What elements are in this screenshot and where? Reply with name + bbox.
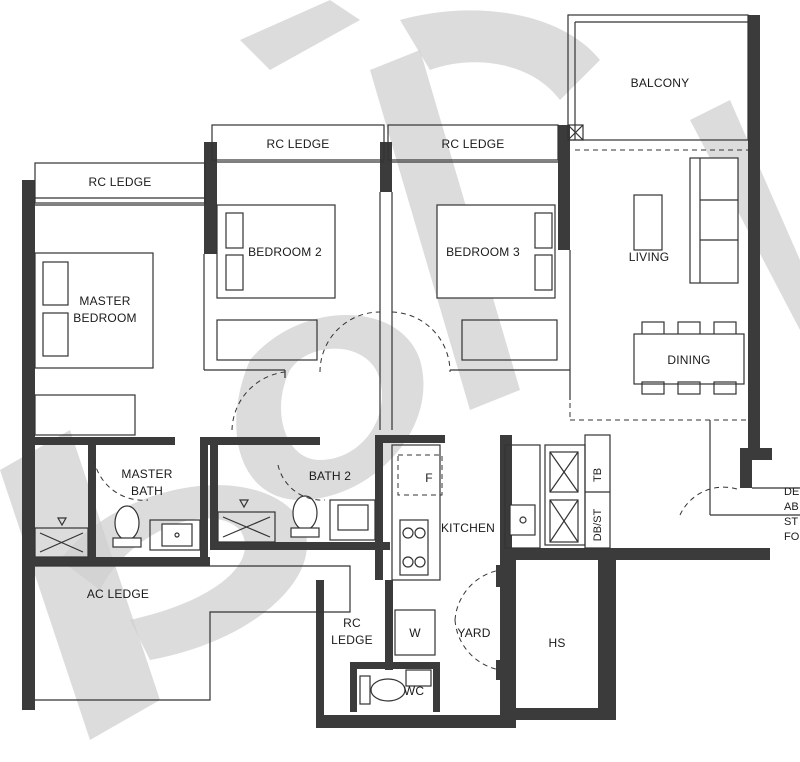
label-master-bath-1: MASTER	[121, 467, 172, 481]
label-rc-ledge-1: RC LEDGE	[267, 137, 330, 151]
room-labels: BALCONY RC LEDGE RC LEDGE RC LEDGE BEDRO…	[73, 76, 799, 698]
label-hs: HS	[548, 636, 565, 650]
label-fridge: F	[425, 471, 433, 485]
label-bedroom-2: BEDROOM 2	[248, 245, 322, 259]
walls	[22, 15, 772, 728]
label-dining: DINING	[667, 353, 710, 367]
label-dbst: DB/ST	[592, 509, 604, 542]
label-master-bedroom-1: MASTER	[79, 294, 130, 308]
label-note-3: ST	[784, 516, 798, 528]
label-note-4: FO	[784, 531, 800, 543]
label-master-bedroom-2: BEDROOM	[73, 311, 136, 325]
label-yard: YARD	[457, 626, 490, 640]
outlines	[34, 14, 800, 705]
label-master-bath-2: BATH	[131, 484, 163, 498]
label-rc-ledge-small-2: LEDGE	[331, 633, 373, 647]
label-rc-ledge-2: RC LEDGE	[442, 137, 505, 151]
label-rc-ledge-left: RC LEDGE	[89, 175, 152, 189]
label-note-2: AB	[784, 501, 799, 513]
label-tb: TB	[592, 468, 604, 482]
label-wc: WC	[404, 684, 425, 698]
door-swings	[93, 311, 741, 671]
label-note-1: DE	[784, 486, 799, 498]
label-rc-ledge-small-1: RC	[343, 616, 361, 630]
label-living: LIVING	[629, 250, 670, 264]
label-bedroom-3: BEDROOM 3	[446, 245, 520, 259]
label-ac-ledge: AC LEDGE	[87, 587, 149, 601]
label-balcony: BALCONY	[631, 76, 690, 90]
label-kitchen: KITCHEN	[441, 521, 495, 535]
label-bath-2: BATH 2	[309, 469, 351, 483]
label-washer: W	[409, 626, 421, 640]
